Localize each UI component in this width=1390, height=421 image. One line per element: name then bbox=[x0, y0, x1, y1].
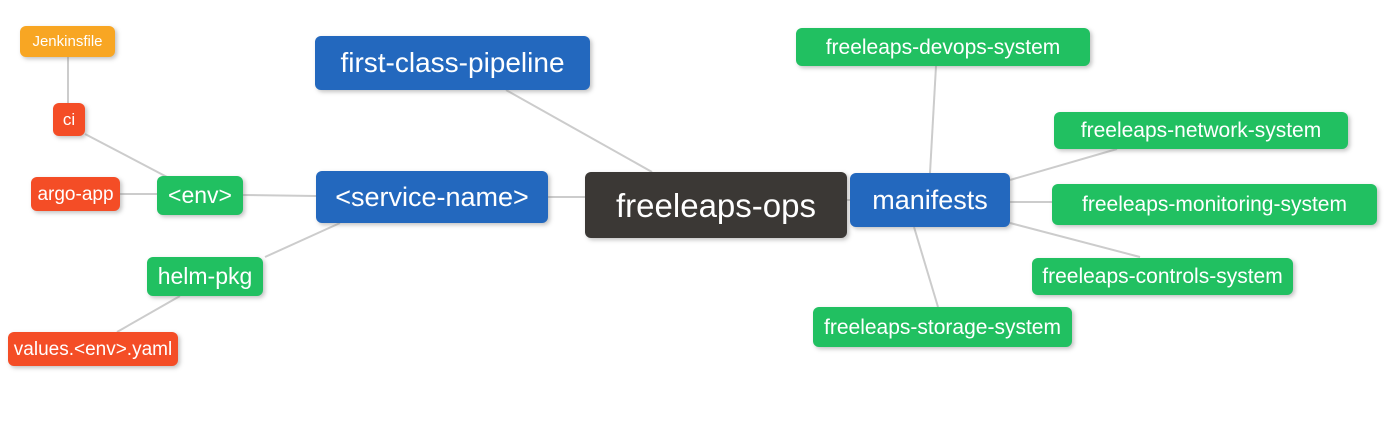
node-label: manifests bbox=[872, 184, 988, 215]
node-env[interactable]: <env> bbox=[157, 176, 243, 215]
node-freeleaps-network-system[interactable]: freeleaps-network-system bbox=[1054, 112, 1348, 149]
edge-ci-to-env bbox=[84, 133, 168, 178]
node-freeleaps-storage-system[interactable]: freeleaps-storage-system bbox=[813, 307, 1072, 347]
node-label: argo-app bbox=[37, 183, 114, 205]
edge-first-class-pipeline-to-freeleaps-ops bbox=[505, 89, 653, 173]
node-first-class-pipeline[interactable]: first-class-pipeline bbox=[315, 36, 590, 90]
edge-manifests-to-freeleaps-network-system bbox=[1009, 148, 1118, 181]
node-label: values.<env>.yaml bbox=[13, 338, 173, 360]
node-values-env-yaml[interactable]: values.<env>.yaml bbox=[8, 332, 178, 366]
edge-values-env-yaml-to-helm-pkg bbox=[116, 295, 181, 333]
node-label: Jenkinsfile bbox=[32, 33, 103, 50]
node-label: freeleaps-ops bbox=[616, 186, 816, 224]
node-ci[interactable]: ci bbox=[53, 103, 85, 136]
edge-manifests-to-freeleaps-storage-system bbox=[913, 226, 939, 308]
node-label: helm-pkg bbox=[157, 263, 253, 289]
node-freeleaps-controls-system[interactable]: freeleaps-controls-system bbox=[1032, 258, 1293, 295]
node-label: ci bbox=[62, 110, 76, 129]
edge-env-to-service-name bbox=[242, 194, 317, 197]
node-freeleaps-monitoring-system[interactable]: freeleaps-monitoring-system bbox=[1052, 184, 1377, 225]
edge-helm-pkg-to-service-name bbox=[264, 222, 341, 258]
edge-manifests-to-freeleaps-controls-system bbox=[1009, 222, 1141, 258]
node-label: <service-name> bbox=[335, 181, 529, 212]
node-argo-app[interactable]: argo-app bbox=[31, 177, 120, 211]
node-jenkinsfile[interactable]: Jenkinsfile bbox=[20, 26, 115, 57]
node-manifests[interactable]: manifests bbox=[850, 173, 1010, 227]
node-label: freeleaps-monitoring-system bbox=[1082, 193, 1347, 216]
node-helm-pkg[interactable]: helm-pkg bbox=[147, 257, 263, 296]
node-label: first-class-pipeline bbox=[340, 47, 565, 78]
node-service-name[interactable]: <service-name> bbox=[316, 171, 548, 223]
node-freeleaps-devops-system[interactable]: freeleaps-devops-system bbox=[796, 28, 1090, 66]
node-label: freeleaps-devops-system bbox=[825, 35, 1061, 59]
node-label: <env> bbox=[168, 182, 232, 208]
node-freeleaps-ops[interactable]: freeleaps-ops bbox=[585, 172, 847, 238]
node-label: freeleaps-storage-system bbox=[824, 315, 1061, 339]
node-label: freeleaps-controls-system bbox=[1042, 265, 1283, 288]
node-label: freeleaps-network-system bbox=[1080, 119, 1322, 142]
edge-freeleaps-devops-system-to-manifests bbox=[929, 65, 937, 174]
